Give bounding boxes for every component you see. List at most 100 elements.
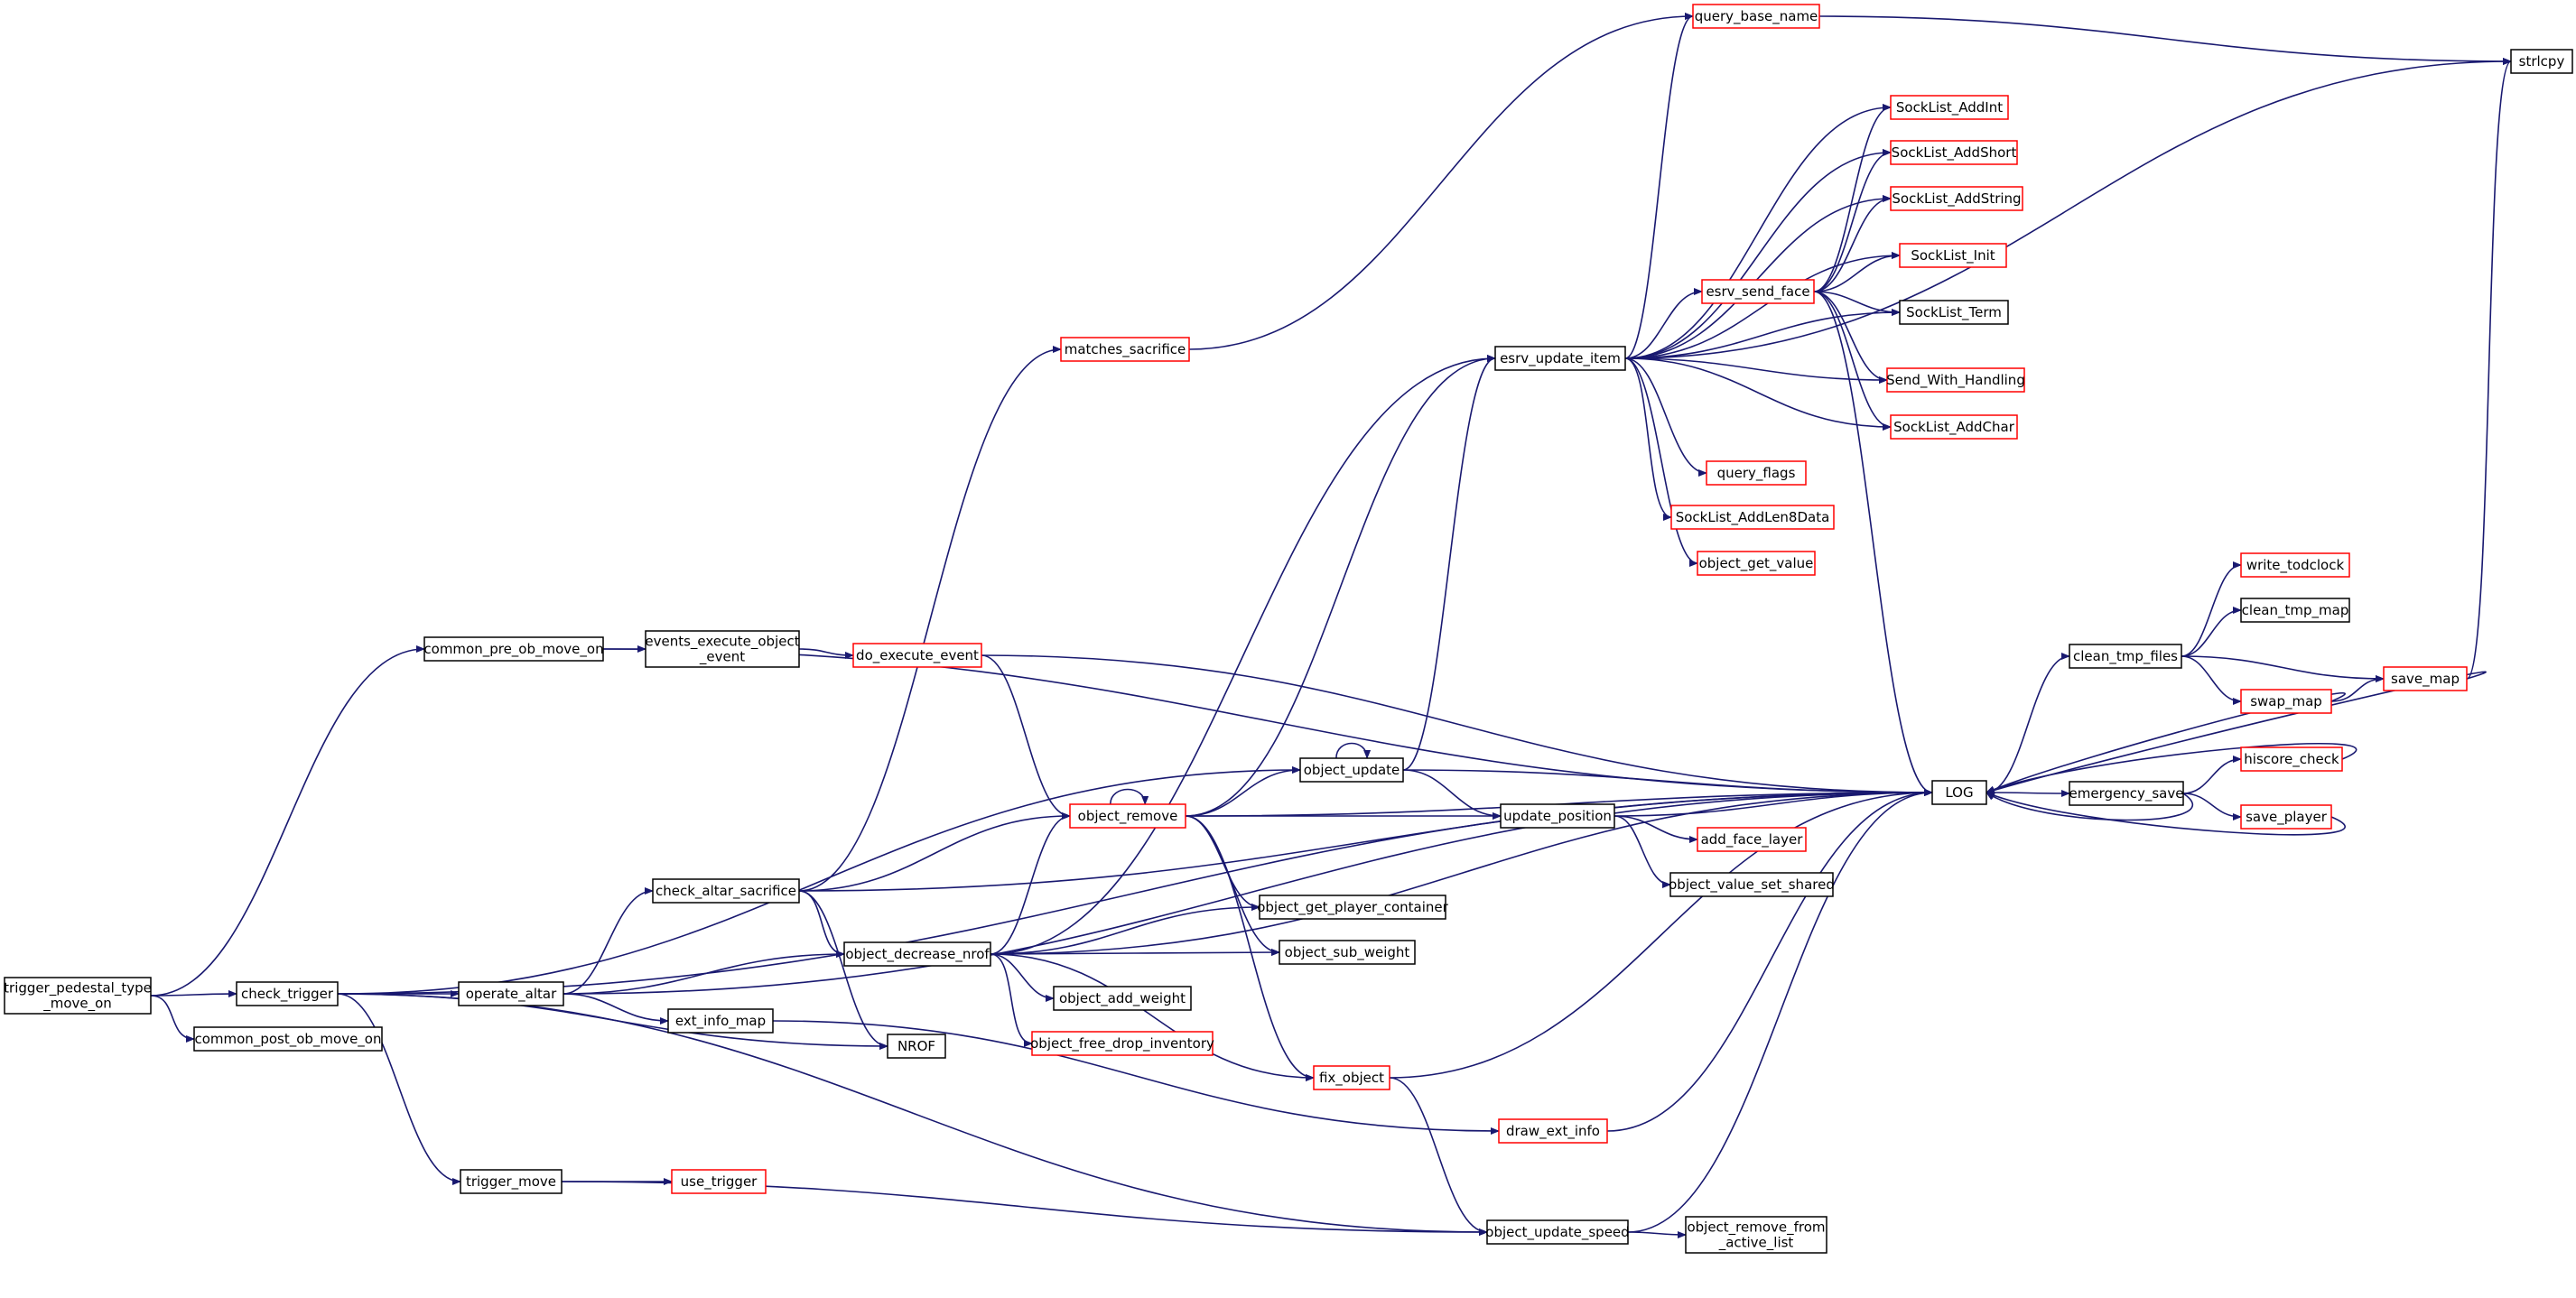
edge-swap_map-to-LOG [1985,692,2346,793]
node-label: operate_altar [466,986,557,1003]
node-label: SockList_Term [1906,304,2002,321]
edge-object_update-to-LOG [1402,769,1933,796]
node-box [2240,598,2350,623]
node-events_execute_object_event[interactable]: events_execute_object_event [645,630,800,668]
node-esrv_update_item[interactable]: esrv_update_item [1494,346,1626,371]
edge-check_trigger-to-trigger_move [337,993,461,1185]
node-SockList_AddInt[interactable]: SockList_AddInt [1890,95,2009,120]
edge-ext_info_map-to-draw_ext_info [772,1020,1500,1135]
node-box [1259,895,1446,920]
node-SockList_AddChar[interactable]: SockList_AddChar [1890,414,2018,440]
node-object_sub_weight[interactable]: object_sub_weight [1279,940,1416,965]
node-common_post_ob_move_on[interactable]: common_post_ob_move_on [193,1026,383,1052]
node-common_pre_ob_move_on[interactable]: common_pre_ob_move_on [423,636,604,662]
node-SockList_AddShort[interactable]: SockList_AddShort [1890,140,2018,165]
node-label: SockList_AddLen8Data [1676,509,1830,526]
node-box [1669,872,1834,897]
node-clean_tmp_files[interactable]: clean_tmp_files [2069,644,2182,669]
node-fix_object[interactable]: fix_object [1313,1065,1390,1090]
node-box [2069,644,2182,669]
edge-operate_altar-to-ext_info_map [563,993,669,1024]
node-label: esrv_update_item [1500,350,1621,367]
node-object_remove_from_active_list[interactable]: object_remove_from_active_list [1685,1216,1827,1254]
node-query_flags[interactable]: query_flags [1706,460,1807,486]
node-trigger_move[interactable]: trigger_move [460,1169,563,1194]
node-matches_sacrifice[interactable]: matches_sacrifice [1060,337,1190,362]
node-save_player[interactable]: save_player [2240,804,2332,830]
node-update_position[interactable]: update_position [1500,803,1615,829]
node-query_base_name[interactable]: query_base_name [1692,4,1820,29]
node-object_remove[interactable]: object_remove [1069,803,1186,829]
edge-clean_tmp_files-to-save_map [2181,655,2385,682]
node-write_todclock[interactable]: write_todclock [2240,552,2350,578]
edge-emergency_save-to-LOG [1985,792,2193,821]
node-box [852,643,982,668]
node-check_trigger[interactable]: check_trigger [236,981,339,1006]
node-label: Send_With_Handling [1886,372,2025,389]
node-box [887,1034,946,1059]
edge-do_execute_event-to-object_remove [981,654,1071,820]
node-object_get_value[interactable]: object_get_value [1697,551,1816,576]
edge-esrv_update_item-to-SockList_AddString [1624,195,1892,359]
node-label: object_value_set_shared [1669,876,1835,894]
node-LOG[interactable]: LOG [1931,780,1987,805]
node-NROF[interactable]: NROF [887,1034,946,1059]
node-Send_With_Handling[interactable]: Send_With_Handling [1886,367,2025,393]
node-object_free_drop_inventory[interactable]: object_free_drop_inventory [1030,1031,1214,1056]
node-object_get_player_container[interactable]: object_get_player_container [1257,895,1449,920]
edge-object_decrease_nrof-to-esrv_update_item [990,355,1496,955]
node-SockList_AddLen8Data[interactable]: SockList_AddLen8Data [1670,505,1835,530]
node-SockList_Init[interactable]: SockList_Init [1899,243,2007,268]
edge-matches_sacrifice-to-query_base_name [1188,13,1694,350]
node-ext_info_map[interactable]: ext_info_map [667,1008,774,1034]
node-label: object_update [1304,762,1400,779]
edge-object_update_speed-to-LOG [1627,789,1933,1233]
node-object_decrease_nrof[interactable]: object_decrease_nrof [843,941,991,967]
edge-esrv_update_item-to-SockList_AddLen8Data [1624,357,1672,521]
edge-object_remove-to-fix_object [1185,815,1315,1081]
node-emergency_save[interactable]: emergency_save [2069,781,2184,806]
node-esrv_send_face[interactable]: esrv_send_face [1701,279,1815,304]
node-operate_altar[interactable]: operate_altar [458,981,564,1006]
node-object_add_weight[interactable]: object_add_weight [1053,986,1192,1011]
edge-esrv_update_item-to-esrv_send_face [1624,288,1703,359]
node-label: swap_map [2250,693,2322,710]
edge-esrv_update_item-to-SockList_Init [1624,252,1901,359]
node-swap_map[interactable]: swap_map [2240,689,2332,714]
edge-esrv_send_face-to-SockList_Init [1813,252,1901,292]
node-label: use_trigger [681,1173,758,1191]
edge-check_altar_sacrifice-to-object_decrease_nrof [798,890,845,958]
edge-esrv_update_item-to-SockList_Term [1624,309,1901,359]
node-draw_ext_info[interactable]: draw_ext_info [1498,1118,1608,1144]
node-SockList_AddString[interactable]: SockList_AddString [1890,186,2023,211]
node-save_map[interactable]: save_map [2383,666,2468,691]
node-object_value_set_shared[interactable]: object_value_set_shared [1669,872,1835,897]
node-use_trigger[interactable]: use_trigger [671,1169,767,1194]
node-hiscore_check[interactable]: hiscore_check [2240,746,2343,772]
edge-object_remove-to-object_remove [1110,788,1149,805]
edge-check_trigger-to-object_update_speed [337,993,1488,1236]
node-clean_tmp_map[interactable]: clean_tmp_map [2240,598,2350,623]
node-label: save_player [2246,809,2328,826]
node-object_update[interactable]: object_update [1299,757,1404,783]
node-label: SockList_Init [1911,247,1995,264]
node-object_update_speed[interactable]: object_update_speed [1485,1219,1630,1245]
node-label: add_face_layer [1701,831,1804,848]
node-trigger_pedestal_type_move_on[interactable]: trigger_pedestal_type_move_on [4,977,152,1015]
edge-fix_object-to-object_update_speed [1389,1077,1488,1236]
edge-esrv_update_item-to-query_flags [1624,357,1707,477]
edge-query_base_name-to-strlcpy [1818,15,2512,65]
node-check_altar_sacrifice[interactable]: check_altar_sacrifice [652,878,800,904]
node-box [4,977,152,1015]
node-add_face_layer[interactable]: add_face_layer [1697,827,1807,852]
node-do_execute_event[interactable]: do_execute_event [852,643,982,668]
node-box [1685,1216,1827,1254]
node-strlcpy[interactable]: strlcpy [2510,49,2573,74]
node-box [1899,243,2007,268]
node-box [843,941,991,967]
node-box [1299,757,1404,783]
node-SockList_Term[interactable]: SockList_Term [1899,300,2009,325]
edge-esrv_update_item-to-SockList_AddChar [1624,357,1892,431]
node-label: object_remove_from [1687,1219,1825,1237]
edge-object_remove-to-object_sub_weight [1185,815,1280,956]
